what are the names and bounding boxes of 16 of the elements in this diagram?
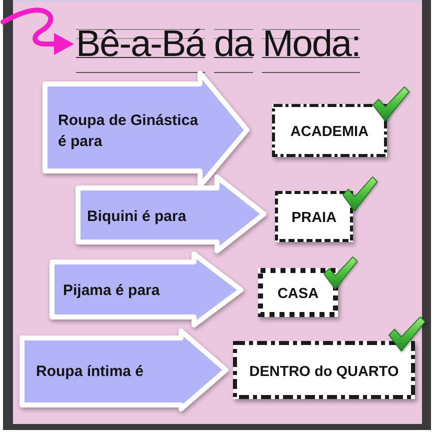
answer-label: DENTRO do QUARTO <box>249 362 399 380</box>
answer-label: ACADEMIA <box>290 123 369 141</box>
pointer-banner <box>49 251 244 328</box>
banner-text: Biquini é para <box>87 206 186 226</box>
banner-text: Roupa de Ginástica é para <box>58 110 200 152</box>
dashed-box <box>272 104 387 157</box>
answer-label: PRAIA <box>291 209 337 227</box>
dashed-box <box>275 191 353 242</box>
pointer-banner <box>75 174 267 254</box>
answer-label: CASA <box>277 285 319 303</box>
dashed-box <box>233 341 415 399</box>
title-text: Bê-a-Bá da Moda: <box>76 24 360 74</box>
pointer-banner <box>19 328 229 412</box>
dashed-box <box>258 268 338 317</box>
banner-text: Roupa íntima é <box>36 362 144 382</box>
banner-text: Pijama é para <box>63 281 160 301</box>
